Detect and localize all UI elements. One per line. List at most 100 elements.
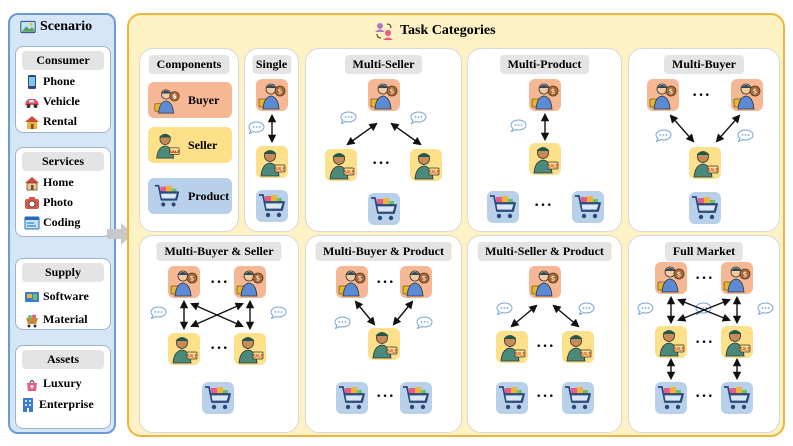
ellipsis: ··· [695,270,715,287]
scenario-item-enterprise[interactable]: Enterprise [20,396,110,413]
flow-arrow-icon [107,223,133,245]
ellipsis: ··· [536,338,556,355]
buyer-tile [529,266,561,298]
product-cart-icon [689,192,721,224]
material-cart-icon [26,314,38,327]
product-tile [368,193,400,225]
buyer-tile [336,266,368,298]
seller-icon [152,130,182,160]
services-group: Services Home Photo Coding [15,147,111,237]
product-cart-icon [256,190,288,222]
ellipsis: ··· [372,155,392,172]
scenario-item-label: Software [43,289,89,303]
component-buyer[interactable]: Buyer [148,82,232,118]
scenario-item-luxury[interactable]: Luxury [24,375,110,392]
product-tile [202,382,234,414]
camera-icon [25,196,39,209]
assets-group: Assets Luxury Enterprise [15,345,111,429]
consumer-group: Consumer Phone Vehicle Rental [15,46,111,133]
interaction-arrows [540,112,550,142]
product-cart-icon [562,382,594,414]
interaction-arrows [346,122,422,146]
seller-tile [368,328,400,360]
single-card[interactable]: Single [244,48,299,232]
multi-seller-product-card[interactable]: Multi-Seller & Product ··· ··· [467,235,622,433]
scenario-item-coding[interactable]: Coding [24,214,110,231]
product-tile [256,190,288,222]
multi-buyer-card[interactable]: Multi-Buyer ··· [628,48,780,232]
product-tile [689,192,721,224]
ellipsis: ··· [695,334,715,351]
full-market-card[interactable]: Full Market ··· ··· ··· [628,235,780,433]
interaction-arrows [179,299,255,331]
product-tile [496,382,528,414]
services-group-title: Services [22,152,104,171]
ellipsis: ··· [534,197,554,214]
diamond-bag-icon [27,379,37,391]
landscape-picture-icon [20,20,36,34]
components-card: Components Buyer Seller Product [139,48,239,232]
scenario-item-material[interactable]: Material [24,311,110,328]
building-icon [23,397,33,412]
multi-buyer-product-card[interactable]: Multi-Buyer & Product ··· ··· [305,235,462,433]
scenario-item-phone[interactable]: Phone [24,73,110,90]
seller-icon [256,146,288,178]
seller-icon [325,149,357,181]
product-cart-icon [202,382,234,414]
ellipsis: ··· [376,388,396,405]
seller-tile [562,331,594,363]
scenario-panel: Scenario Consumer Phone Vehicle Rental S… [8,13,116,434]
product-cart-icon [400,382,432,414]
component-product-label: Product [188,188,230,203]
scenario-item-vehicle[interactable]: Vehicle [24,93,110,110]
scenario-item-label: Enterprise [39,397,94,411]
scenario-header: Scenario [20,19,92,35]
seller-icon [234,333,266,365]
component-product[interactable]: Product [148,178,232,214]
scenario-item-label: Rental [43,114,77,128]
scenario-item-label: Photo [43,195,73,209]
house-rental-icon [25,115,39,129]
scenario-title: Scenario [40,19,93,34]
seller-icon [410,149,442,181]
task-categories-header: Task Categories [374,21,496,41]
car-icon [25,98,39,108]
product-tile [562,382,594,414]
scenario-item-rental[interactable]: Rental [24,113,110,130]
scenario-item-software[interactable]: Software [24,288,110,305]
multi-product-card[interactable]: Multi-Product ··· [467,48,622,232]
software-icon [25,291,39,302]
seller-icon [496,331,528,363]
interaction-arrows [354,300,414,326]
component-seller-label: Seller [188,137,218,152]
scenario-item-photo[interactable]: Photo [24,194,110,211]
seller-tile [689,147,721,179]
product-cart-icon [368,193,400,225]
component-buyer-label: Buyer [188,92,220,107]
product-cart-icon [487,191,519,223]
scenario-item-home[interactable]: Home [24,174,110,191]
task-categories-title: Task Categories [400,23,496,38]
scenario-item-label: Phone [43,74,76,88]
product-cart-icon [152,181,182,211]
single-title: Single [251,55,292,74]
seller-tile [410,149,442,181]
product-tile [572,191,604,223]
supply-group-title: Supply [22,263,104,282]
component-seller[interactable]: Seller [148,127,232,163]
multi-seller-card[interactable]: Multi-Seller ··· [305,48,462,232]
ellipsis: ··· [210,274,230,291]
multi-buyer-seller-title: Multi-Buyer & Seller [156,242,282,261]
ellipsis: ··· [210,340,230,357]
buyer-tile [256,79,288,111]
seller-icon [721,326,753,358]
seller-icon [368,328,400,360]
product-cart-icon [721,382,753,414]
multi-product-title: Multi-Product [499,55,590,74]
product-tile [400,382,432,414]
multi-buyer-seller-card[interactable]: Multi-Buyer & Seller ··· ··· [139,235,299,433]
product-cart-icon [496,382,528,414]
ellipsis: ··· [536,388,556,405]
seller-icon [562,331,594,363]
product-cart-icon [655,382,687,414]
